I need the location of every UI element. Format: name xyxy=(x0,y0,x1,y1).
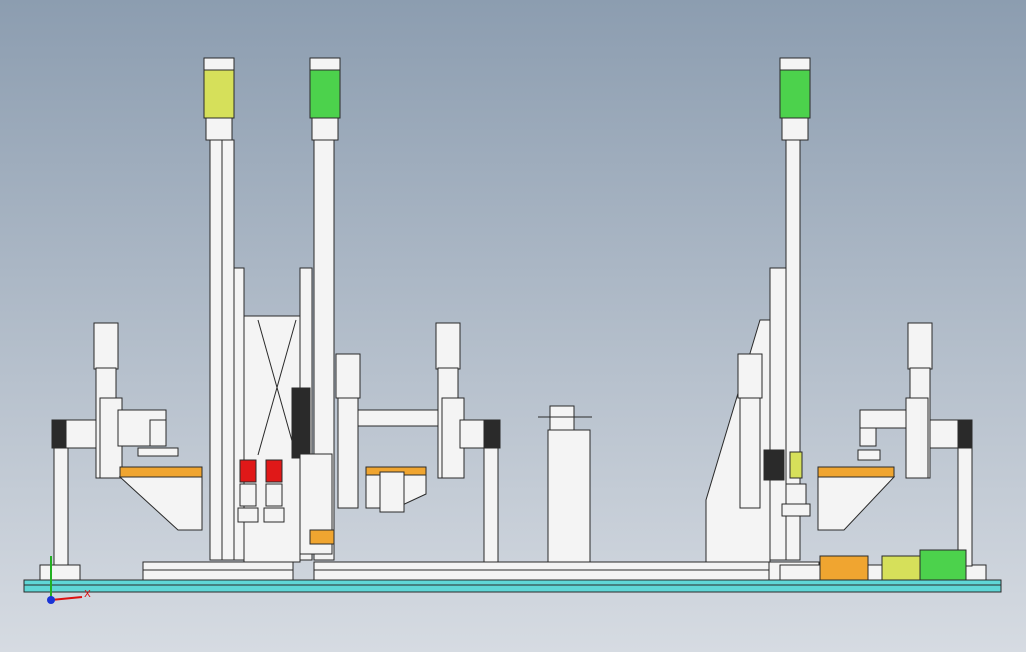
bottom-rail-left[interactable] xyxy=(142,561,294,581)
spring-2[interactable] xyxy=(265,483,283,507)
inner-left-servo[interactable] xyxy=(335,353,361,399)
coordinate-triad-icon xyxy=(47,556,83,604)
triad-x-axis xyxy=(50,596,83,601)
right-axis-coupler[interactable] xyxy=(781,117,809,141)
inner-left-arm[interactable] xyxy=(357,409,439,427)
triad-origin xyxy=(47,596,55,604)
dark-cable-chain[interactable] xyxy=(291,387,311,459)
left-servo-body[interactable] xyxy=(93,322,119,370)
left-stand-post[interactable] xyxy=(53,445,69,581)
middle-stand-post[interactable] xyxy=(483,447,499,563)
right-yellow-tag[interactable] xyxy=(789,451,803,479)
nozzle-unit[interactable] xyxy=(379,471,405,513)
green-module[interactable] xyxy=(919,549,967,581)
inner-left-servo-body[interactable] xyxy=(337,397,359,509)
right-servo-body[interactable] xyxy=(907,322,933,370)
right-stand-head[interactable] xyxy=(957,419,973,449)
right-servo-carriage[interactable] xyxy=(905,397,929,479)
right-spring-base[interactable] xyxy=(781,503,811,517)
spring-1[interactable] xyxy=(239,483,257,507)
right-spring[interactable] xyxy=(785,483,807,505)
yellow-module[interactable] xyxy=(881,555,921,581)
right-pad[interactable] xyxy=(857,449,881,461)
base-plate[interactable] xyxy=(23,579,1002,593)
inner-right-servo[interactable] xyxy=(737,353,763,399)
housing-diagonal-2 xyxy=(257,319,297,456)
right-dark-block[interactable] xyxy=(763,449,785,481)
middle-stand-head[interactable] xyxy=(483,419,501,449)
left-gripper[interactable] xyxy=(149,419,167,447)
bottom-rail-center[interactable] xyxy=(313,561,770,581)
right-tray[interactable] xyxy=(817,476,896,531)
second-axis-motor-cap[interactable] xyxy=(309,57,341,71)
triad-x-label: X xyxy=(84,589,91,600)
second-axis-coupler[interactable] xyxy=(311,117,339,141)
center-pedestal-top[interactable] xyxy=(549,405,575,431)
middle-servo[interactable] xyxy=(435,322,461,370)
inner-right-servo-body[interactable] xyxy=(739,397,761,509)
left-tray[interactable] xyxy=(118,476,203,531)
right-orange-plate[interactable] xyxy=(817,466,895,478)
right-axis-motor-cap[interactable] xyxy=(779,57,811,71)
assembly-model[interactable] xyxy=(23,57,1002,593)
left-stand-foot[interactable] xyxy=(39,564,81,581)
second-axis-orange-foot[interactable] xyxy=(309,529,335,545)
spring-base-2[interactable] xyxy=(263,507,285,523)
left-orange-plate[interactable] xyxy=(119,466,203,478)
right-axis-housing[interactable] xyxy=(769,267,787,561)
right-stand-post[interactable] xyxy=(957,447,973,567)
orange-box[interactable] xyxy=(819,555,869,581)
red-block-1[interactable] xyxy=(239,459,257,483)
left-axis-motor-cap[interactable] xyxy=(203,57,235,71)
left-axis-coupler[interactable] xyxy=(205,117,233,141)
center-pedestal[interactable] xyxy=(547,429,591,563)
right-arm-block[interactable] xyxy=(859,409,909,429)
red-block-2[interactable] xyxy=(265,459,283,483)
spring-base-1[interactable] xyxy=(237,507,259,523)
left-pad[interactable] xyxy=(137,447,179,457)
